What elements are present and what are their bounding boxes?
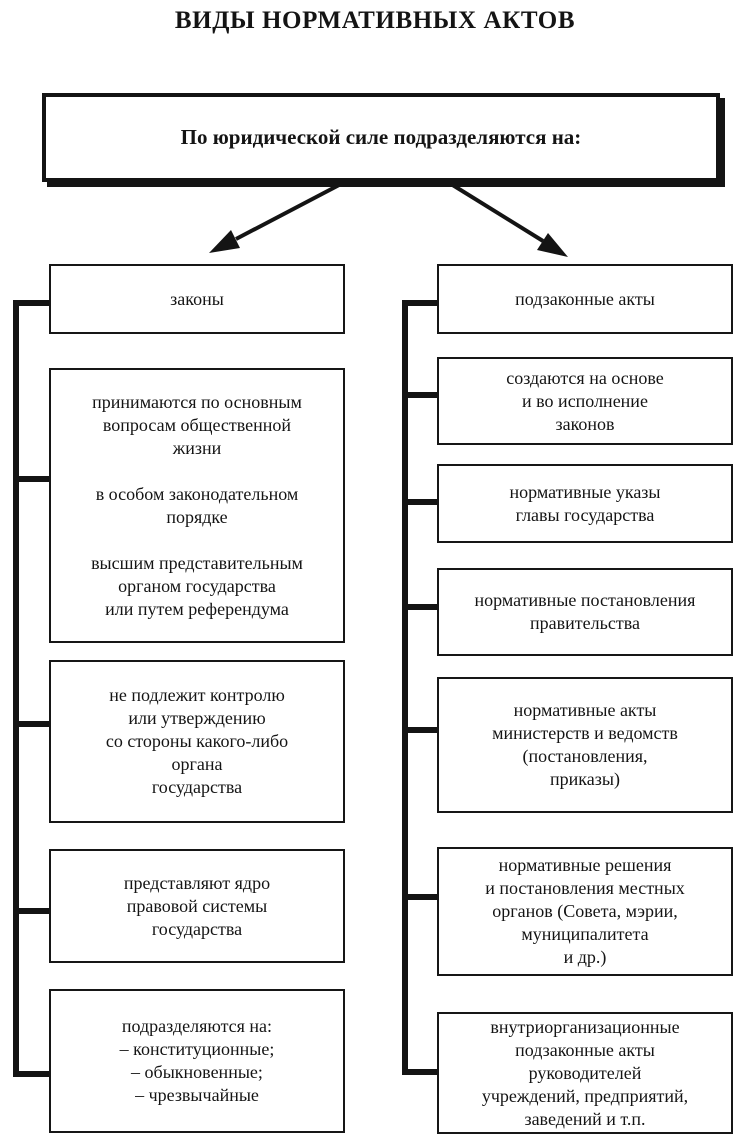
root-box: По юридической силе подразделяются на: (42, 93, 720, 182)
bylaws-header-box: подзаконные акты (437, 264, 733, 334)
right-stub-line (402, 894, 437, 900)
bylaws-type-box: нормативные постановления правительства (437, 568, 733, 656)
bylaws-type-box: нормативные указы главы государства (437, 464, 733, 543)
bylaws-type-box: нормативные акты министерств и ведомств … (437, 677, 733, 813)
right-spine-line (402, 300, 408, 1075)
right-stub-line (402, 300, 437, 306)
bylaws-type-box: создаются на основе и во исполнение зако… (437, 357, 733, 445)
right-stub-line (402, 1069, 437, 1075)
right-stub-line (402, 604, 437, 610)
left-arrow-line (235, 182, 342, 241)
diagram-title: ВИДЫ НОРМАТИВНЫХ АКТОВ (174, 7, 576, 34)
right-stub-line (402, 727, 437, 733)
left-arrowhead-icon (209, 230, 240, 253)
right-stub-line (402, 499, 437, 505)
bylaws-type-box: нормативные решения и постановления мест… (437, 847, 733, 976)
left-stub-line (13, 476, 49, 482)
bylaws-type-box: внутриорганизационные подзаконные акты р… (437, 1012, 733, 1134)
laws-feature-box: принимаются по основным вопросам обществ… (49, 368, 345, 643)
laws-feature-box: представляют ядро правовой системы госуд… (49, 849, 345, 963)
laws-feature-box: не подлежит контролю или утверждению со … (49, 660, 345, 823)
right-arrow-line (449, 182, 545, 243)
laws-feature-box: подразделяются на: – конституционные; – … (49, 989, 345, 1133)
right-arrowhead-icon (537, 233, 568, 257)
laws-header-box: законы (49, 264, 345, 334)
left-stub-line (13, 300, 49, 306)
left-stub-line (13, 721, 49, 727)
right-stub-line (402, 392, 437, 398)
root-box-label: По юридической силе подразделяются на: (180, 125, 582, 149)
left-spine-line (13, 300, 19, 1077)
left-stub-line (13, 908, 49, 914)
left-stub-line (13, 1071, 49, 1077)
